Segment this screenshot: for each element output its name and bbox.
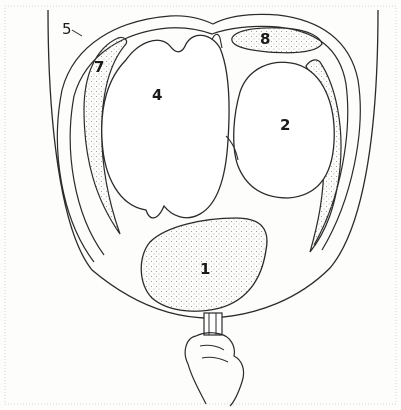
region-4 — [102, 35, 229, 218]
label-7: 7 — [94, 58, 104, 76]
label-2: 2 — [280, 116, 290, 134]
label-1: 1 — [200, 260, 210, 278]
label-8: 8 — [260, 30, 270, 48]
label-4: 4 — [152, 86, 162, 104]
region-8 — [232, 28, 322, 53]
hand-illustration — [185, 333, 243, 406]
label-5: 5 — [62, 20, 72, 38]
probe-instrument — [204, 313, 222, 335]
label-5-pointer — [72, 30, 82, 36]
